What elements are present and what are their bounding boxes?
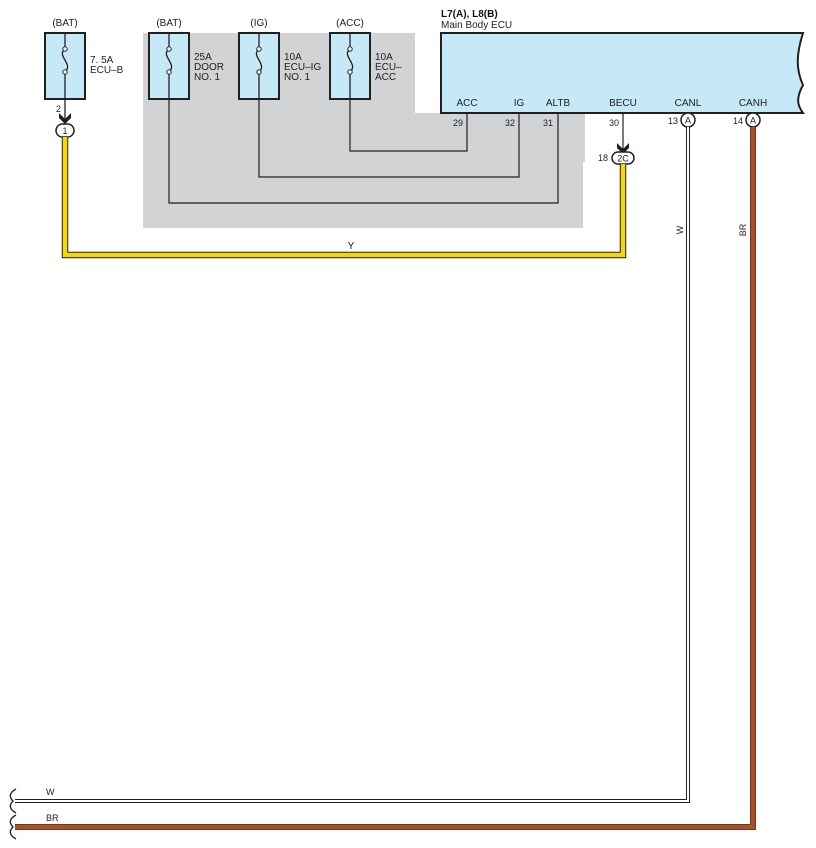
- wire-canh: [15, 127, 756, 830]
- fuse-ecu-b-source: (BAT): [52, 18, 77, 29]
- fuse-acc-name-1: ECU–: [375, 62, 402, 73]
- wire-label-w-horizontal: W: [46, 787, 55, 797]
- wire-canl: [15, 127, 690, 803]
- fuse-door-name-1: DOOR: [194, 62, 224, 73]
- fuse-acc-rating: 10A: [375, 52, 393, 63]
- pin-number-14: 14: [733, 116, 743, 126]
- wire-yellow-fill: [62, 137, 626, 258]
- connector-a-canh: A: [745, 112, 761, 128]
- fuse-ig-rating: 10A: [284, 52, 302, 63]
- pin-name-becu: BECU: [609, 98, 637, 109]
- connector-arrow-1: [59, 113, 71, 124]
- fuse-ecu-b-pin: 2: [56, 104, 61, 114]
- pin-name-canh: CANH: [739, 98, 767, 109]
- pin-name-acc: ACC: [456, 98, 477, 109]
- ecu-box: [440, 32, 805, 114]
- wire-label-y: Y: [348, 241, 355, 252]
- wire-altb: [168, 99, 559, 204]
- junction-connector-2c: 2C 18: [598, 143, 635, 165]
- connector-a-canl: A: [680, 112, 696, 128]
- svg-text:2C: 2C: [617, 154, 629, 164]
- ecu-connector-title: L7(A), L8(B): [441, 9, 498, 20]
- pin-name-ig: IG: [514, 98, 525, 109]
- main-body-ecu: L7(A), L8(B) Main Body ECU ACC IG ALTB B…: [440, 9, 805, 128]
- pin-number-31: 31: [543, 118, 553, 128]
- wire-ig: [258, 99, 520, 178]
- pin-name-altb: ALTB: [546, 98, 571, 109]
- fuse-ecu-b-rating: 7. 5A: [90, 55, 114, 66]
- ecu-name: Main Body ECU: [441, 20, 512, 31]
- pin-number-30: 30: [609, 118, 619, 128]
- connector-1: 1: [55, 123, 75, 138]
- wire-label-br-horizontal: BR: [46, 813, 59, 823]
- wire-label-w-vertical: W: [675, 225, 685, 234]
- junction-pin-18: 18: [598, 153, 608, 163]
- pin-number-29: 29: [453, 118, 463, 128]
- wire-canh-fill: [15, 127, 756, 830]
- fuse-ecu-b: (BAT) 7. 5A ECU–B 2 1: [44, 18, 124, 138]
- fuse-door-no1: (BAT) 25A DOOR NO. 1: [148, 18, 224, 100]
- fuse-ig-name-2: NO. 1: [284, 72, 311, 83]
- svg-text:A: A: [750, 116, 756, 126]
- break-mark-br: [9, 814, 17, 840]
- wire-label-br-vertical: BR: [738, 223, 748, 236]
- pin-number-32: 32: [505, 118, 515, 128]
- svg-text:1: 1: [62, 126, 67, 136]
- fuse-ig-name-1: ECU–IG: [284, 62, 321, 73]
- pin-number-13: 13: [668, 116, 678, 126]
- fuse-acc-source: (ACC): [336, 18, 364, 29]
- break-mark-w: [9, 788, 17, 814]
- fuse-ig-source: (IG): [250, 18, 267, 29]
- wire-canl-fill: [15, 127, 689, 802]
- fuse-ecu-b-name: ECU–B: [90, 65, 124, 76]
- fuse-door-source: (BAT): [156, 18, 181, 29]
- fuse-acc-name-2: ACC: [375, 72, 396, 83]
- fuse-door-rating: 25A: [194, 52, 212, 63]
- pin-name-canl: CANL: [675, 98, 702, 109]
- svg-text:A: A: [685, 116, 691, 126]
- fuse-door-name-2: NO. 1: [194, 72, 221, 83]
- wire-acc: [349, 99, 468, 152]
